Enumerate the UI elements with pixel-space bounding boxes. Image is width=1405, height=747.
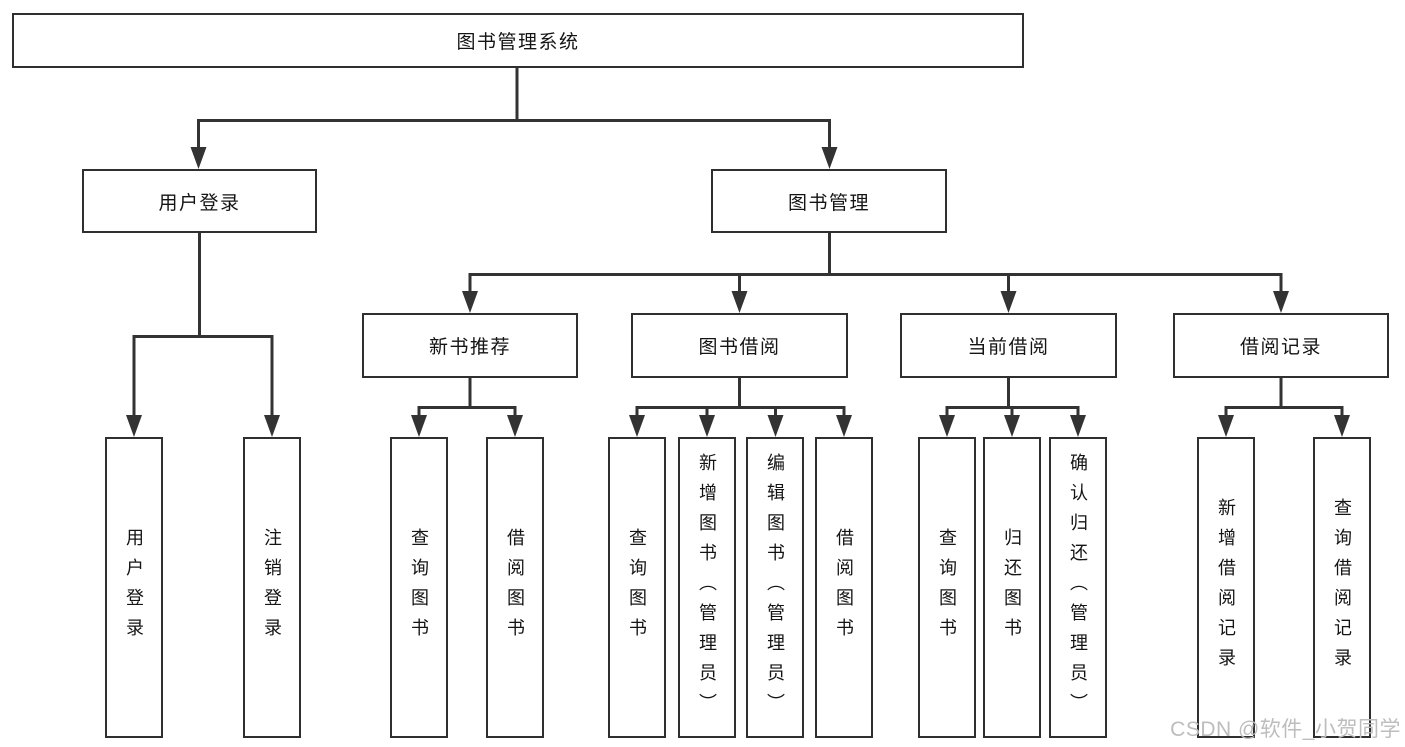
arrow-down-icon [1273,291,1289,313]
leaf-recommend-query-books-label: 查询图书 [409,527,429,648]
leaf-edit-book-admin-label: 编辑图书（管理员） [765,452,785,723]
leaf-return-books: 归还图书 [983,437,1041,738]
connector-line [635,406,846,417]
leaf-query-borrow-record: 查询借阅记录 [1313,437,1371,738]
leaf-recommend-borrow-books: 借阅图书 [486,437,544,738]
node-borrowing-records-label: 借阅记录 [1239,337,1322,358]
leaf-logout: 注销登录 [243,437,301,738]
arrow-down-icon [462,291,478,313]
leaf-current-query-books: 查询图书 [918,437,976,738]
arrow-down-icon [629,415,645,437]
arrow-down-icon [836,415,852,437]
leaf-borrow-query-books-label: 查询图书 [627,527,647,648]
node-current-borrowing: 当前借阅 [900,313,1117,378]
leaf-edit-book-admin: 编辑图书（管理员） [746,437,804,738]
connector-line [945,406,1080,417]
node-book-management-label: 图书管理 [787,192,870,214]
arrow-down-icon [731,291,748,313]
arrow-down-icon [939,415,955,437]
leaf-add-borrow-record: 新增借阅记录 [1197,437,1255,738]
node-book-borrowing-label: 图书借阅 [698,337,781,358]
leaf-add-book-admin-label: 新增图书（管理员） [697,452,717,723]
connector-line [417,406,517,417]
arrow-down-icon [411,415,427,437]
node-borrowing-records: 借阅记录 [1173,313,1389,378]
arrow-down-icon [126,415,142,437]
node-book-management: 图书管理 [711,169,947,233]
node-book-borrowing: 图书借阅 [631,313,848,378]
leaf-borrow-query-books: 查询图书 [608,437,666,738]
leaf-add-borrow-record-label: 新增借阅记录 [1216,497,1236,678]
leaf-query-borrow-record-label: 查询借阅记录 [1332,497,1352,678]
connector-line [197,119,831,149]
leaf-add-book-admin: 新增图书（管理员） [678,437,736,738]
node-root-label: 图书管理系统 [456,32,580,53]
leaf-recommend-borrow-books-label: 借阅图书 [505,527,525,648]
arrow-down-icon [821,147,838,169]
leaf-user-login-label: 用户登录 [124,527,144,648]
leaf-logout-label: 注销登录 [262,527,282,648]
connector-line [1224,406,1344,417]
leaf-recommend-query-books: 查询图书 [390,437,448,738]
leaf-return-books-label: 归还图书 [1002,527,1022,648]
arrow-down-icon [1000,291,1017,313]
arrow-down-icon [1218,415,1234,437]
node-user-login: 用户登录 [82,169,317,233]
csdn-watermark: CSDN @软件_小贺同学 [1170,718,1401,741]
node-new-book-recommend-label: 新书推荐 [428,337,511,358]
arrow-down-icon [699,415,715,437]
arrow-down-icon [767,415,784,437]
leaf-current-query-books-label: 查询图书 [937,527,957,648]
leaf-confirm-return-admin: 确认归还（管理员） [1049,437,1107,738]
arrow-down-icon [507,415,523,437]
node-new-book-recommend: 新书推荐 [362,313,578,378]
node-current-borrowing-label: 当前借阅 [967,337,1050,358]
connector-line [132,335,274,417]
node-root: 图书管理系统 [12,13,1024,68]
arrow-down-icon [1070,415,1086,437]
leaf-user-login: 用户登录 [105,437,163,738]
connector-line [468,273,1283,293]
leaf-borrow-borrow-books: 借阅图书 [815,437,873,738]
arrow-down-icon [1004,415,1020,437]
arrow-down-icon [190,147,207,169]
leaf-confirm-return-admin-label: 确认归还（管理员） [1068,452,1088,723]
leaf-borrow-borrow-books-label: 借阅图书 [834,527,854,648]
node-user-login-label: 用户登录 [158,192,241,214]
arrow-down-icon [1334,415,1350,437]
arrow-down-icon [264,415,280,437]
